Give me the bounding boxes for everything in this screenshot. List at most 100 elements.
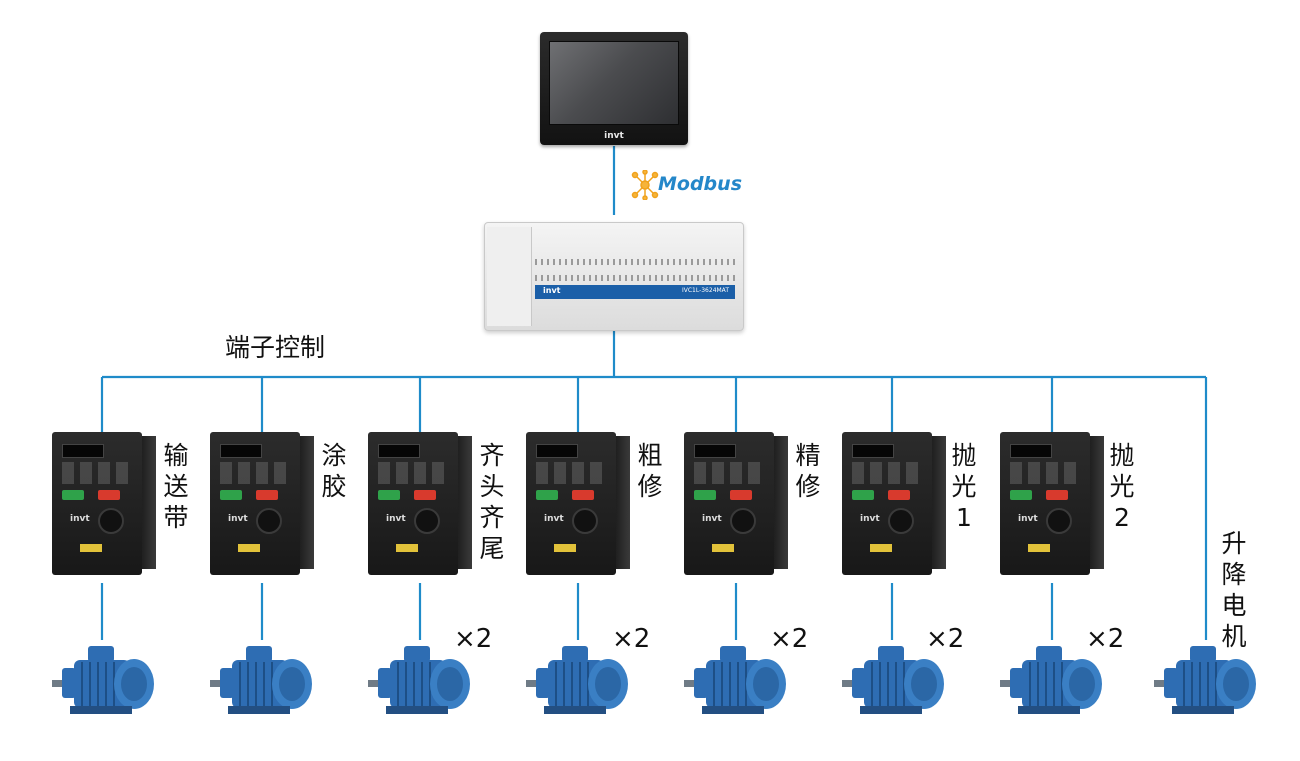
motor [996,640,1108,722]
run-key [852,490,874,500]
lift-motor [1150,640,1262,722]
inverter: invt [52,432,156,575]
inverter-display [536,444,578,458]
inverter-side [140,436,156,569]
inverter: invt [684,432,788,575]
motor-icon [684,646,786,714]
inverter-brand-label: invt [1018,514,1038,524]
inverter-display [1010,444,1052,458]
vertical-label-text: 精修 [795,441,821,501]
run-key [378,490,400,500]
inverter-display [220,444,262,458]
station-label: 抛光2 [1108,440,1136,533]
modbus-label: Modbus [658,173,742,195]
warning-label [870,544,892,552]
inverter-side [456,436,472,569]
inverter-display [694,444,736,458]
plc-brand-label: invt [543,286,561,295]
station-label: 输送带 [162,440,190,533]
warning-label [712,544,734,552]
run-key [62,490,84,500]
inverter-keypad [62,462,128,484]
lift-motor-label: 升降电机 [1220,528,1248,652]
inverter-side [1088,436,1104,569]
station-label: 粗修 [636,440,664,502]
motor-quantity-label: ×2 [612,624,651,654]
inverter-keypad [1010,462,1076,484]
vertical-label-text: 涂胶 [321,441,347,501]
station-label: 精修 [794,440,822,502]
stop-key [572,490,594,500]
inverter-knob [888,508,914,534]
station-label: 涂胶 [320,440,348,502]
plc-indicator-row [535,259,735,265]
hmi-brand-label: invt [604,131,624,141]
plc-indicator-row [535,275,735,281]
vertical-label-text: 齐头齐尾 [479,441,505,563]
modbus-logo: Modbus [630,170,760,200]
inverter-body: invt [1000,432,1090,575]
vertical-label-text: 输送带 [163,441,189,532]
stop-key [414,490,436,500]
inverter-body: invt [684,432,774,575]
inverter-brand-label: invt [386,514,406,524]
motor [522,640,634,722]
inverter-side [298,436,314,569]
run-key [220,490,242,500]
motor [206,640,318,722]
motor [48,640,160,722]
inverter-display [852,444,894,458]
motor-quantity-label: ×2 [1086,624,1125,654]
station-label: 齐头齐尾 [478,440,506,564]
motor [680,640,792,722]
stop-key [1046,490,1068,500]
vertical-label-text: 升降电机 [1221,529,1247,651]
motor [364,640,476,722]
inverter-display [62,444,104,458]
inverter-knob [572,508,598,534]
run-key [536,490,558,500]
warning-label [554,544,576,552]
motor-quantity-label: ×2 [770,624,809,654]
motor-quantity-label: ×2 [926,624,965,654]
stop-key [98,490,120,500]
inverter-side [772,436,788,569]
inverter-keypad [694,462,760,484]
inverter-knob [414,508,440,534]
inverter-brand-label: invt [702,514,722,524]
inverter-keypad [852,462,918,484]
warning-label [238,544,260,552]
terminal-control-label: 端子控制 [225,333,326,362]
motor [838,640,950,722]
warning-label [396,544,418,552]
motor-icon [52,646,154,714]
warning-label [1028,544,1050,552]
inverter-brand-label: invt [228,514,248,524]
inverter-knob [98,508,124,534]
station-label: 抛光1 [950,440,978,533]
inverter-body: invt [368,432,458,575]
motor-icon [1000,646,1102,714]
hmi-screen [549,41,679,125]
inverter: invt [368,432,472,575]
inverter-body: invt [526,432,616,575]
motor-icon [842,646,944,714]
motor-icon [368,646,470,714]
vertical-label-text: 抛光2 [1109,441,1135,532]
inverter-knob [256,508,282,534]
inverter-keypad [536,462,602,484]
plc-brand-band: invt IVC1L-3624MAT [535,285,735,299]
inverter-keypad [220,462,286,484]
inverter-body: invt [210,432,300,575]
stop-key [730,490,752,500]
run-key [694,490,716,500]
run-key [1010,490,1032,500]
motor-icon [526,646,628,714]
inverter-knob [730,508,756,534]
motor-quantity-label: ×2 [454,624,493,654]
inverter-brand-label: invt [860,514,880,524]
inverter-knob [1046,508,1072,534]
plc-controller: invt IVC1L-3624MAT [484,222,744,331]
